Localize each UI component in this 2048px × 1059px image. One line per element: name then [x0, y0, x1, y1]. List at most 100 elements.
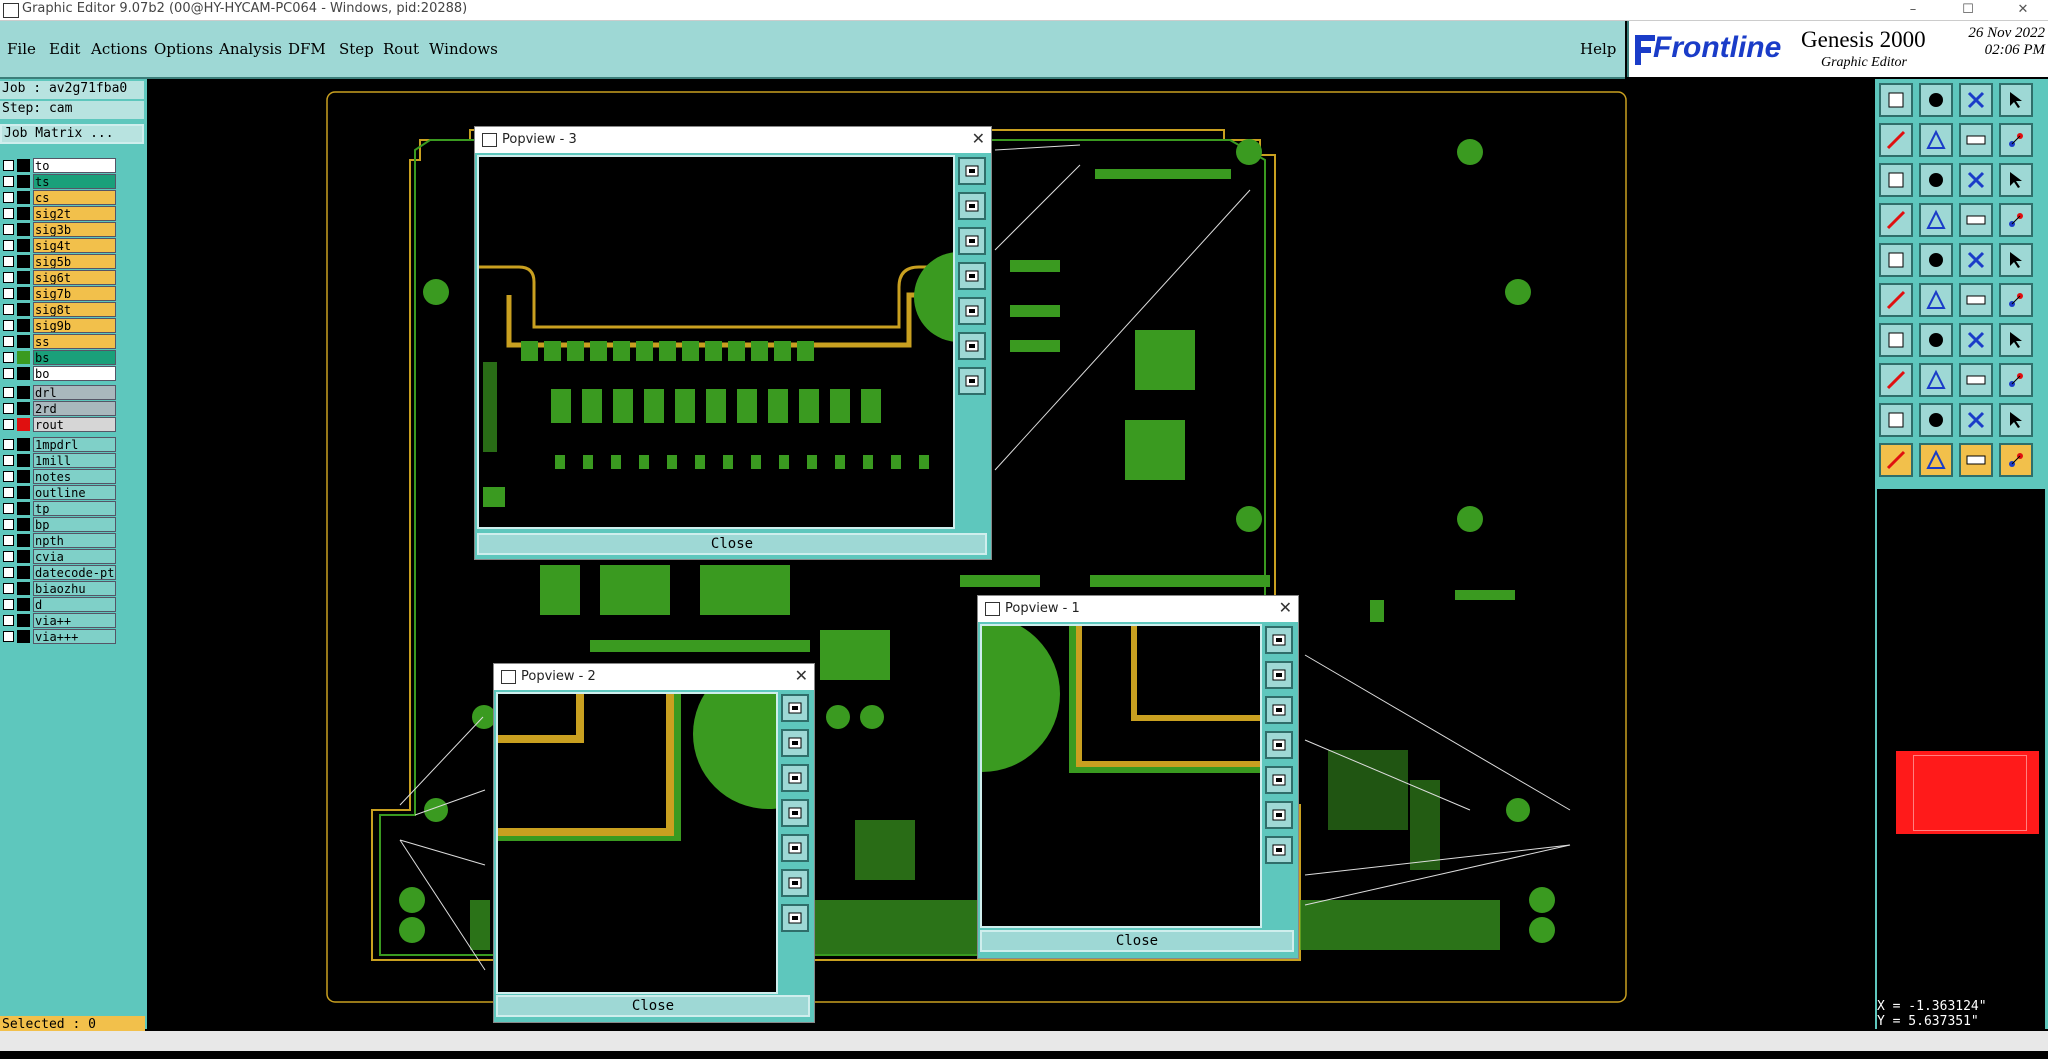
popview-tool-2-icon[interactable]	[1265, 661, 1293, 689]
layer-name[interactable]: cs	[33, 190, 116, 205]
popview-tool-7-icon[interactable]	[1265, 836, 1293, 864]
layer-checkbox[interactable]	[3, 160, 14, 171]
tool-button-31-icon[interactable]	[1959, 363, 1993, 397]
layer-row-board[interactable]: bo	[0, 366, 118, 381]
layer-name[interactable]: cvia	[33, 549, 116, 564]
tool-button-39-icon[interactable]	[1959, 443, 1993, 477]
layer-checkbox[interactable]	[3, 368, 14, 379]
layer-checkbox[interactable]	[3, 455, 14, 466]
layer-color-swatch[interactable]	[17, 614, 30, 627]
layer-row-misc[interactable]: tp	[0, 501, 118, 516]
layer-row-misc[interactable]: via+++	[0, 629, 118, 644]
menu-step[interactable]: Step	[339, 40, 374, 58]
overview-viewport[interactable]	[1896, 751, 2039, 834]
tool-button-27-icon[interactable]	[1959, 323, 1993, 357]
layer-name[interactable]: sig6t	[33, 270, 116, 285]
popview-tool-3-icon[interactable]	[958, 227, 986, 255]
layer-checkbox[interactable]	[3, 419, 14, 430]
layer-checkbox[interactable]	[3, 583, 14, 594]
layer-color-swatch[interactable]	[17, 303, 30, 316]
popview-tool-3-icon[interactable]	[781, 764, 809, 792]
popview-tool-1-icon[interactable]	[1265, 626, 1293, 654]
tool-button-8-icon[interactable]	[1999, 123, 2033, 157]
layer-name[interactable]: to	[33, 158, 116, 173]
tool-button-19-icon[interactable]	[1959, 243, 1993, 277]
layer-color-swatch[interactable]	[17, 534, 30, 547]
layer-row-board[interactable]: cs	[0, 190, 118, 205]
layer-checkbox[interactable]	[3, 208, 14, 219]
layer-name[interactable]: 2rd	[33, 401, 116, 416]
layer-row-board[interactable]: to	[0, 158, 118, 173]
popview-2-canvas[interactable]	[496, 692, 778, 994]
popview-tool-7-icon[interactable]	[781, 904, 809, 932]
layer-name[interactable]: sig8t	[33, 302, 116, 317]
layer-checkbox[interactable]	[3, 336, 14, 347]
layer-name[interactable]: tp	[33, 501, 116, 516]
layer-row-misc[interactable]: d	[0, 597, 118, 612]
tool-button-12-icon[interactable]	[1999, 163, 2033, 197]
tool-button-3-icon[interactable]	[1959, 83, 1993, 117]
layer-checkbox[interactable]	[3, 272, 14, 283]
layer-row-misc[interactable]: outline	[0, 485, 118, 500]
tool-button-24-icon[interactable]	[1999, 283, 2033, 317]
layer-color-swatch[interactable]	[17, 418, 30, 431]
tool-button-2-icon[interactable]	[1919, 83, 1953, 117]
popview-3-close-button[interactable]: Close	[477, 533, 987, 555]
overview-map[interactable]	[1877, 489, 2045, 1059]
layer-checkbox[interactable]	[3, 352, 14, 363]
layer-row-board[interactable]: sig7b	[0, 286, 118, 301]
popview-3-canvas[interactable]	[477, 155, 955, 529]
tool-button-10-icon[interactable]	[1919, 163, 1953, 197]
layer-name[interactable]: outline	[33, 485, 116, 500]
minimize-button[interactable]: –	[1909, 2, 1917, 17]
popview-tool-1-icon[interactable]	[781, 694, 809, 722]
menu-file[interactable]: File	[7, 40, 36, 58]
popview-tool-6-icon[interactable]	[958, 332, 986, 360]
layer-name[interactable]: npth	[33, 533, 116, 548]
layer-checkbox[interactable]	[3, 192, 14, 203]
layer-row-board[interactable]: sig4t	[0, 238, 118, 253]
layer-checkbox[interactable]	[3, 256, 14, 267]
layer-row-misc[interactable]: datecode-pt	[0, 565, 118, 580]
tool-button-33-icon[interactable]	[1879, 403, 1913, 437]
popview-tool-1-icon[interactable]	[958, 157, 986, 185]
layer-name[interactable]: d	[33, 597, 116, 612]
layer-color-swatch[interactable]	[17, 175, 30, 188]
job-matrix-button[interactable]: Job Matrix ...	[0, 124, 144, 144]
popview-tool-5-icon[interactable]	[781, 834, 809, 862]
layer-row-misc[interactable]: cvia	[0, 549, 118, 564]
menu-edit[interactable]: Edit	[49, 40, 81, 58]
popview-tool-2-icon[interactable]	[781, 729, 809, 757]
popview-tool-6-icon[interactable]	[781, 869, 809, 897]
layer-row-misc[interactable]: 1mill	[0, 453, 118, 468]
layer-color-swatch[interactable]	[17, 518, 30, 531]
popview-tool-5-icon[interactable]	[1265, 766, 1293, 794]
layer-color-swatch[interactable]	[17, 207, 30, 220]
layer-row-board[interactable]: sig9b	[0, 318, 118, 333]
layer-name[interactable]: bs	[33, 350, 116, 365]
tool-button-14-icon[interactable]	[1919, 203, 1953, 237]
layer-row-board[interactable]: sig3b	[0, 222, 118, 237]
tool-button-34-icon[interactable]	[1919, 403, 1953, 437]
menu-help[interactable]: Help	[1580, 40, 1617, 58]
layer-row-board[interactable]: sig6t	[0, 270, 118, 285]
layer-row-board[interactable]: sig2t	[0, 206, 118, 221]
menu-options[interactable]: Options	[154, 40, 214, 58]
layer-color-swatch[interactable]	[17, 438, 30, 451]
layer-checkbox[interactable]	[3, 387, 14, 398]
popview-3-titlebar[interactable]: Popview - 3 ✕	[475, 127, 991, 153]
popview-tool-2-icon[interactable]	[958, 192, 986, 220]
popview-3-close-icon[interactable]: ✕	[971, 129, 985, 148]
layer-color-swatch[interactable]	[17, 191, 30, 204]
layer-checkbox[interactable]	[3, 487, 14, 498]
layer-name[interactable]: ts	[33, 174, 116, 189]
tool-button-36-icon[interactable]	[1999, 403, 2033, 437]
tool-button-7-icon[interactable]	[1959, 123, 1993, 157]
layer-checkbox[interactable]	[3, 471, 14, 482]
layer-name[interactable]: sig5b	[33, 254, 116, 269]
tool-button-13-icon[interactable]	[1879, 203, 1913, 237]
tool-button-30-icon[interactable]	[1919, 363, 1953, 397]
layer-checkbox[interactable]	[3, 631, 14, 642]
popview-tool-3-icon[interactable]	[1265, 696, 1293, 724]
layer-color-swatch[interactable]	[17, 271, 30, 284]
